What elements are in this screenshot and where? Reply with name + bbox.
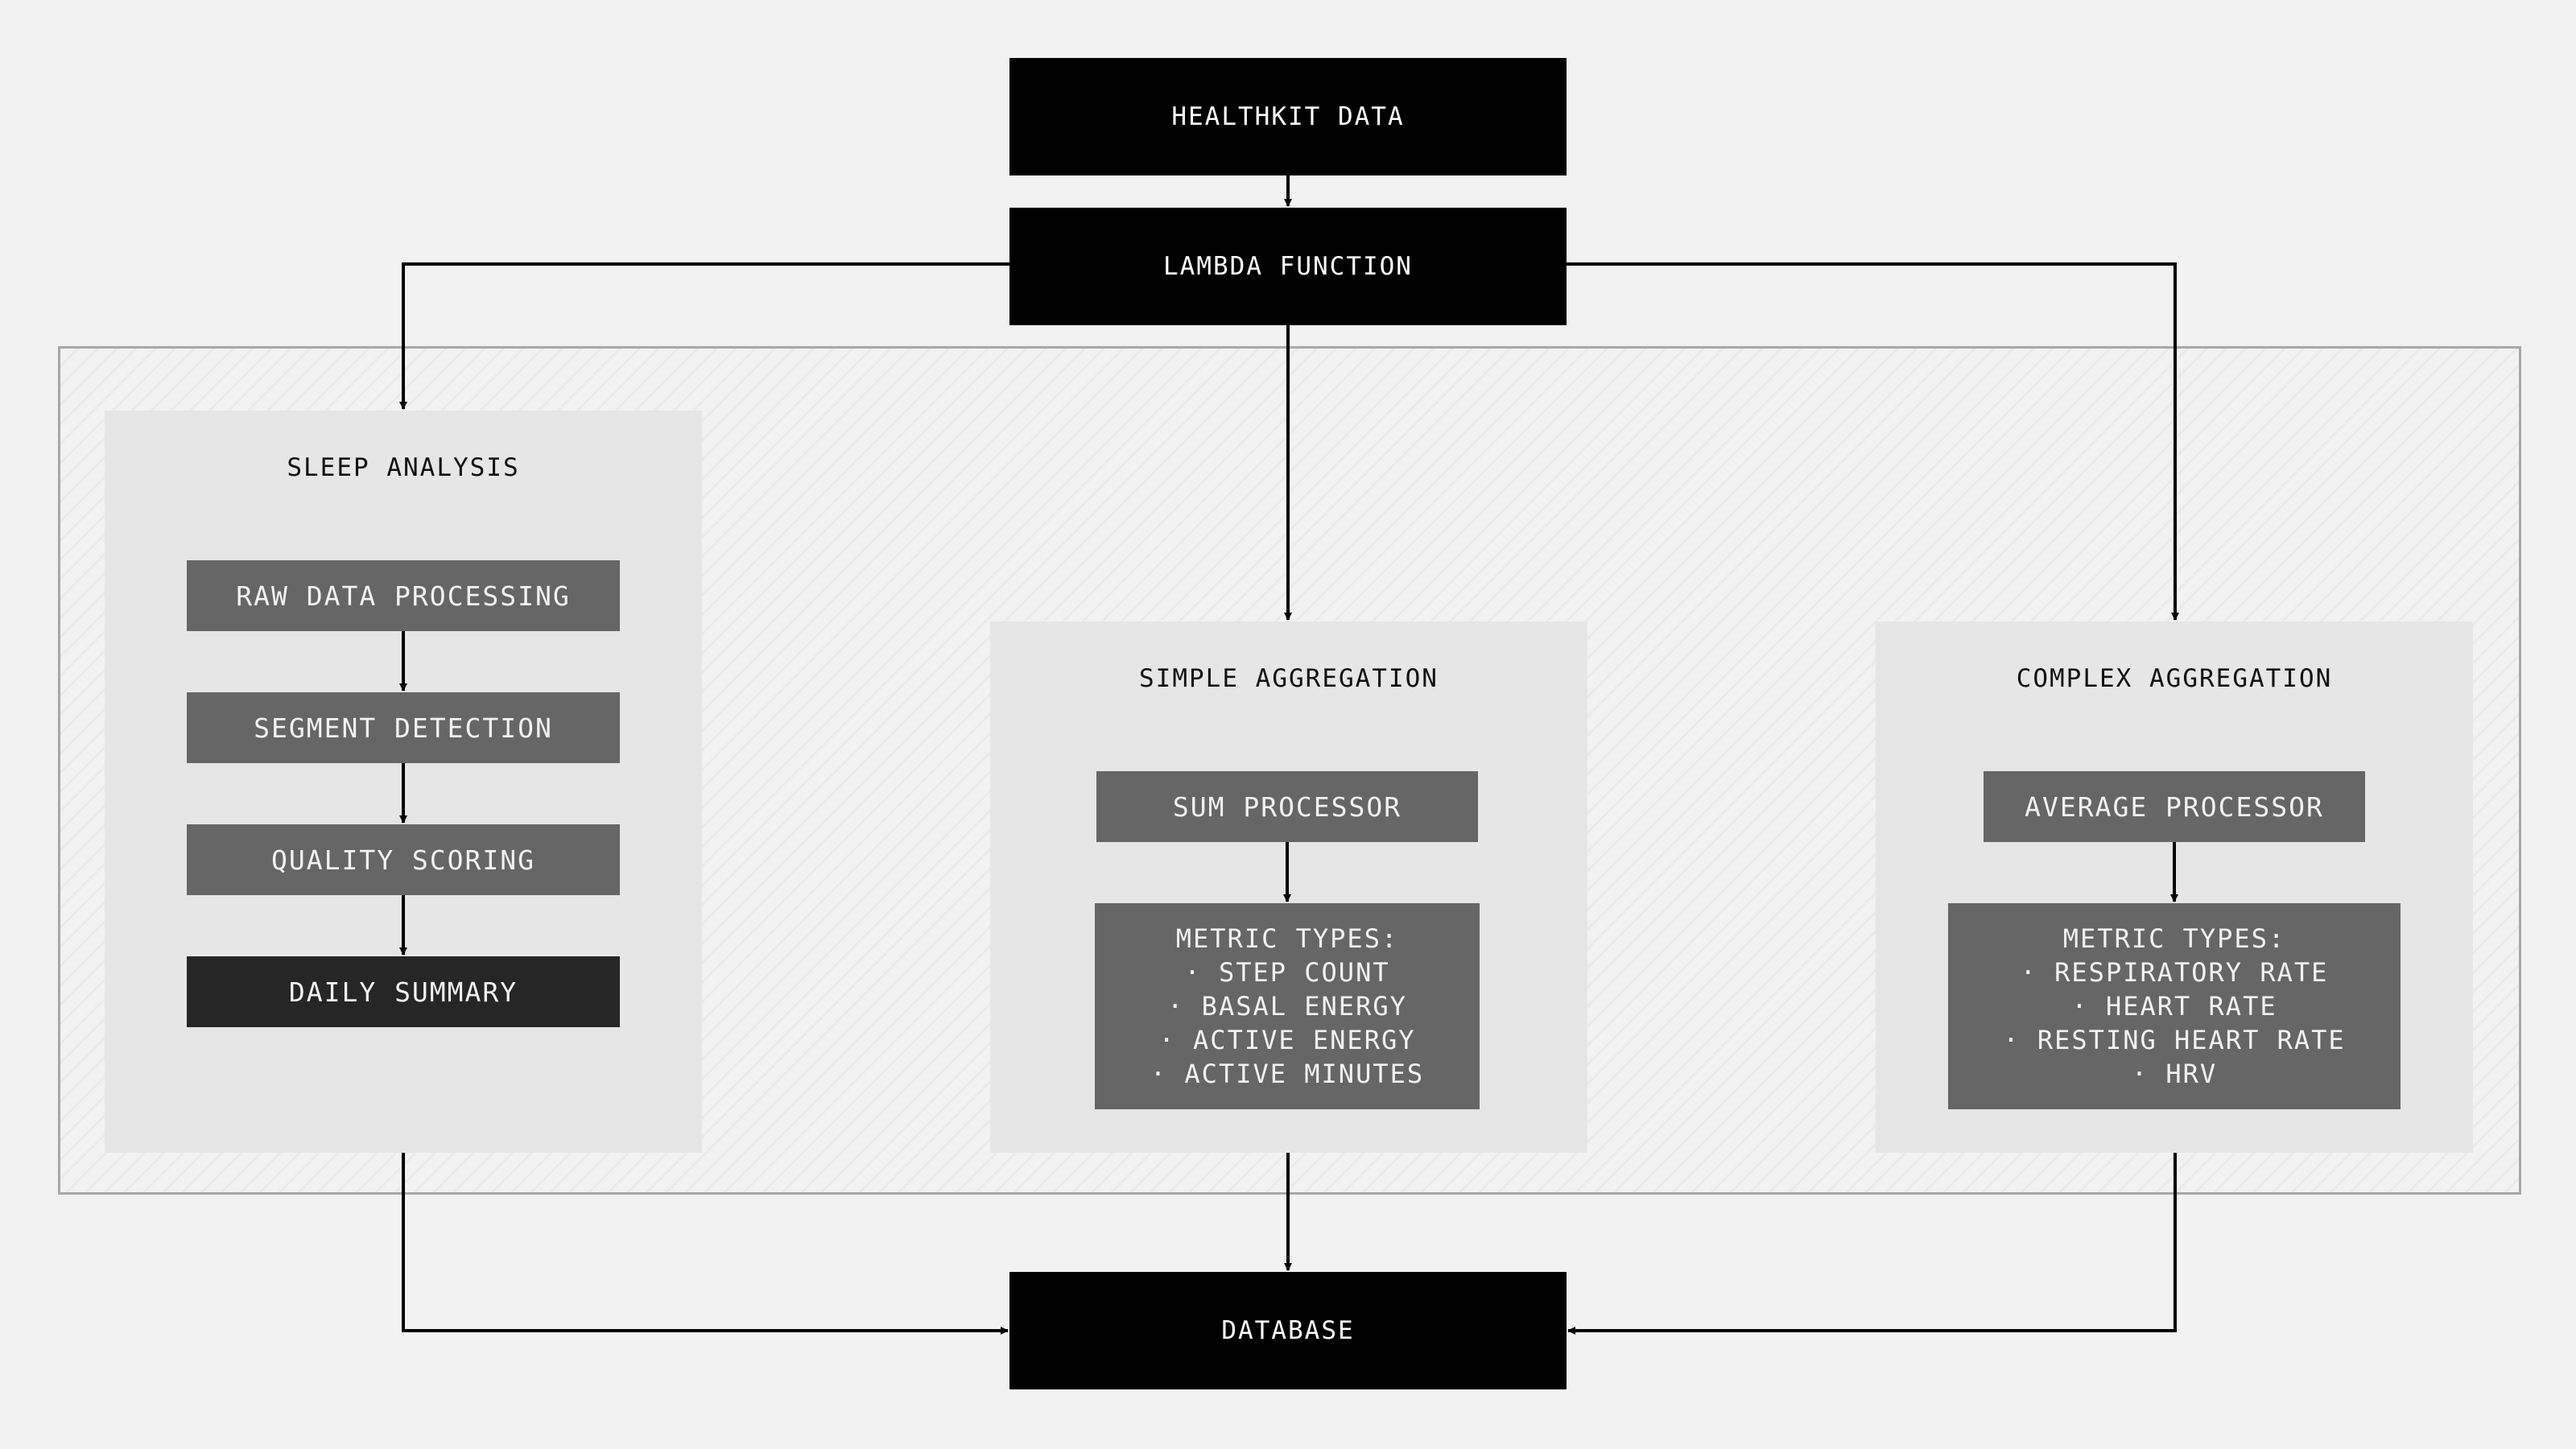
raw-data-processing-node[interactable]: RAW DATA PROCESSING	[187, 560, 620, 631]
metric-item: · RESTING HEART RATE	[2003, 1025, 2346, 1055]
simple-aggregation-title: SIMPLE AGGREGATION	[1139, 664, 1439, 693]
average-processor-node[interactable]: AVERAGE PROCESSOR	[1984, 771, 2365, 842]
metric-item: · RESPIRATORY RATE	[2020, 957, 2329, 988]
database-node[interactable]: DATABASE	[1009, 1272, 1567, 1389]
metric-item: · HRV	[2131, 1059, 2218, 1089]
arrow-lambda-to-complex	[1567, 262, 2179, 621]
metric-item: · BASAL ENERGY	[1167, 991, 1407, 1022]
complex-metric-types-node[interactable]: METRIC TYPES: · RESPIRATORY RATE · HEART…	[1948, 903, 2401, 1109]
metric-item: · HEART RATE	[2071, 991, 2277, 1022]
metric-item: · ACTIVE ENERGY	[1158, 1025, 1416, 1055]
simple-metric-types-node[interactable]: METRIC TYPES: · STEP COUNT · BASAL ENERG…	[1095, 903, 1480, 1109]
arrow-complex-to-database	[1567, 1153, 2177, 1335]
arrow-lambda-to-sleep	[399, 262, 1009, 410]
lambda-function-node[interactable]: LAMBDA FUNCTION	[1009, 208, 1567, 325]
arrow-sleep-to-database	[402, 1153, 1009, 1335]
sleep-analysis-title: SLEEP ANALYSIS	[287, 453, 520, 482]
segment-detection-node[interactable]: SEGMENT DETECTION	[187, 692, 620, 763]
metric-types-header: METRIC TYPES:	[1175, 923, 1399, 954]
healthkit-data-node[interactable]: HEALTHKIT DATA	[1009, 58, 1567, 175]
metric-item: · ACTIVE MINUTES	[1150, 1059, 1425, 1089]
sum-processor-node[interactable]: SUM PROCESSOR	[1096, 771, 1478, 842]
metric-types-header: METRIC TYPES:	[2062, 923, 2286, 954]
metric-item: · STEP COUNT	[1184, 957, 1390, 988]
quality-scoring-node[interactable]: QUALITY SCORING	[187, 824, 620, 895]
complex-aggregation-title: COMPLEX AGGREGATION	[2016, 664, 2333, 693]
daily-summary-node[interactable]: DAILY SUMMARY	[187, 956, 620, 1027]
